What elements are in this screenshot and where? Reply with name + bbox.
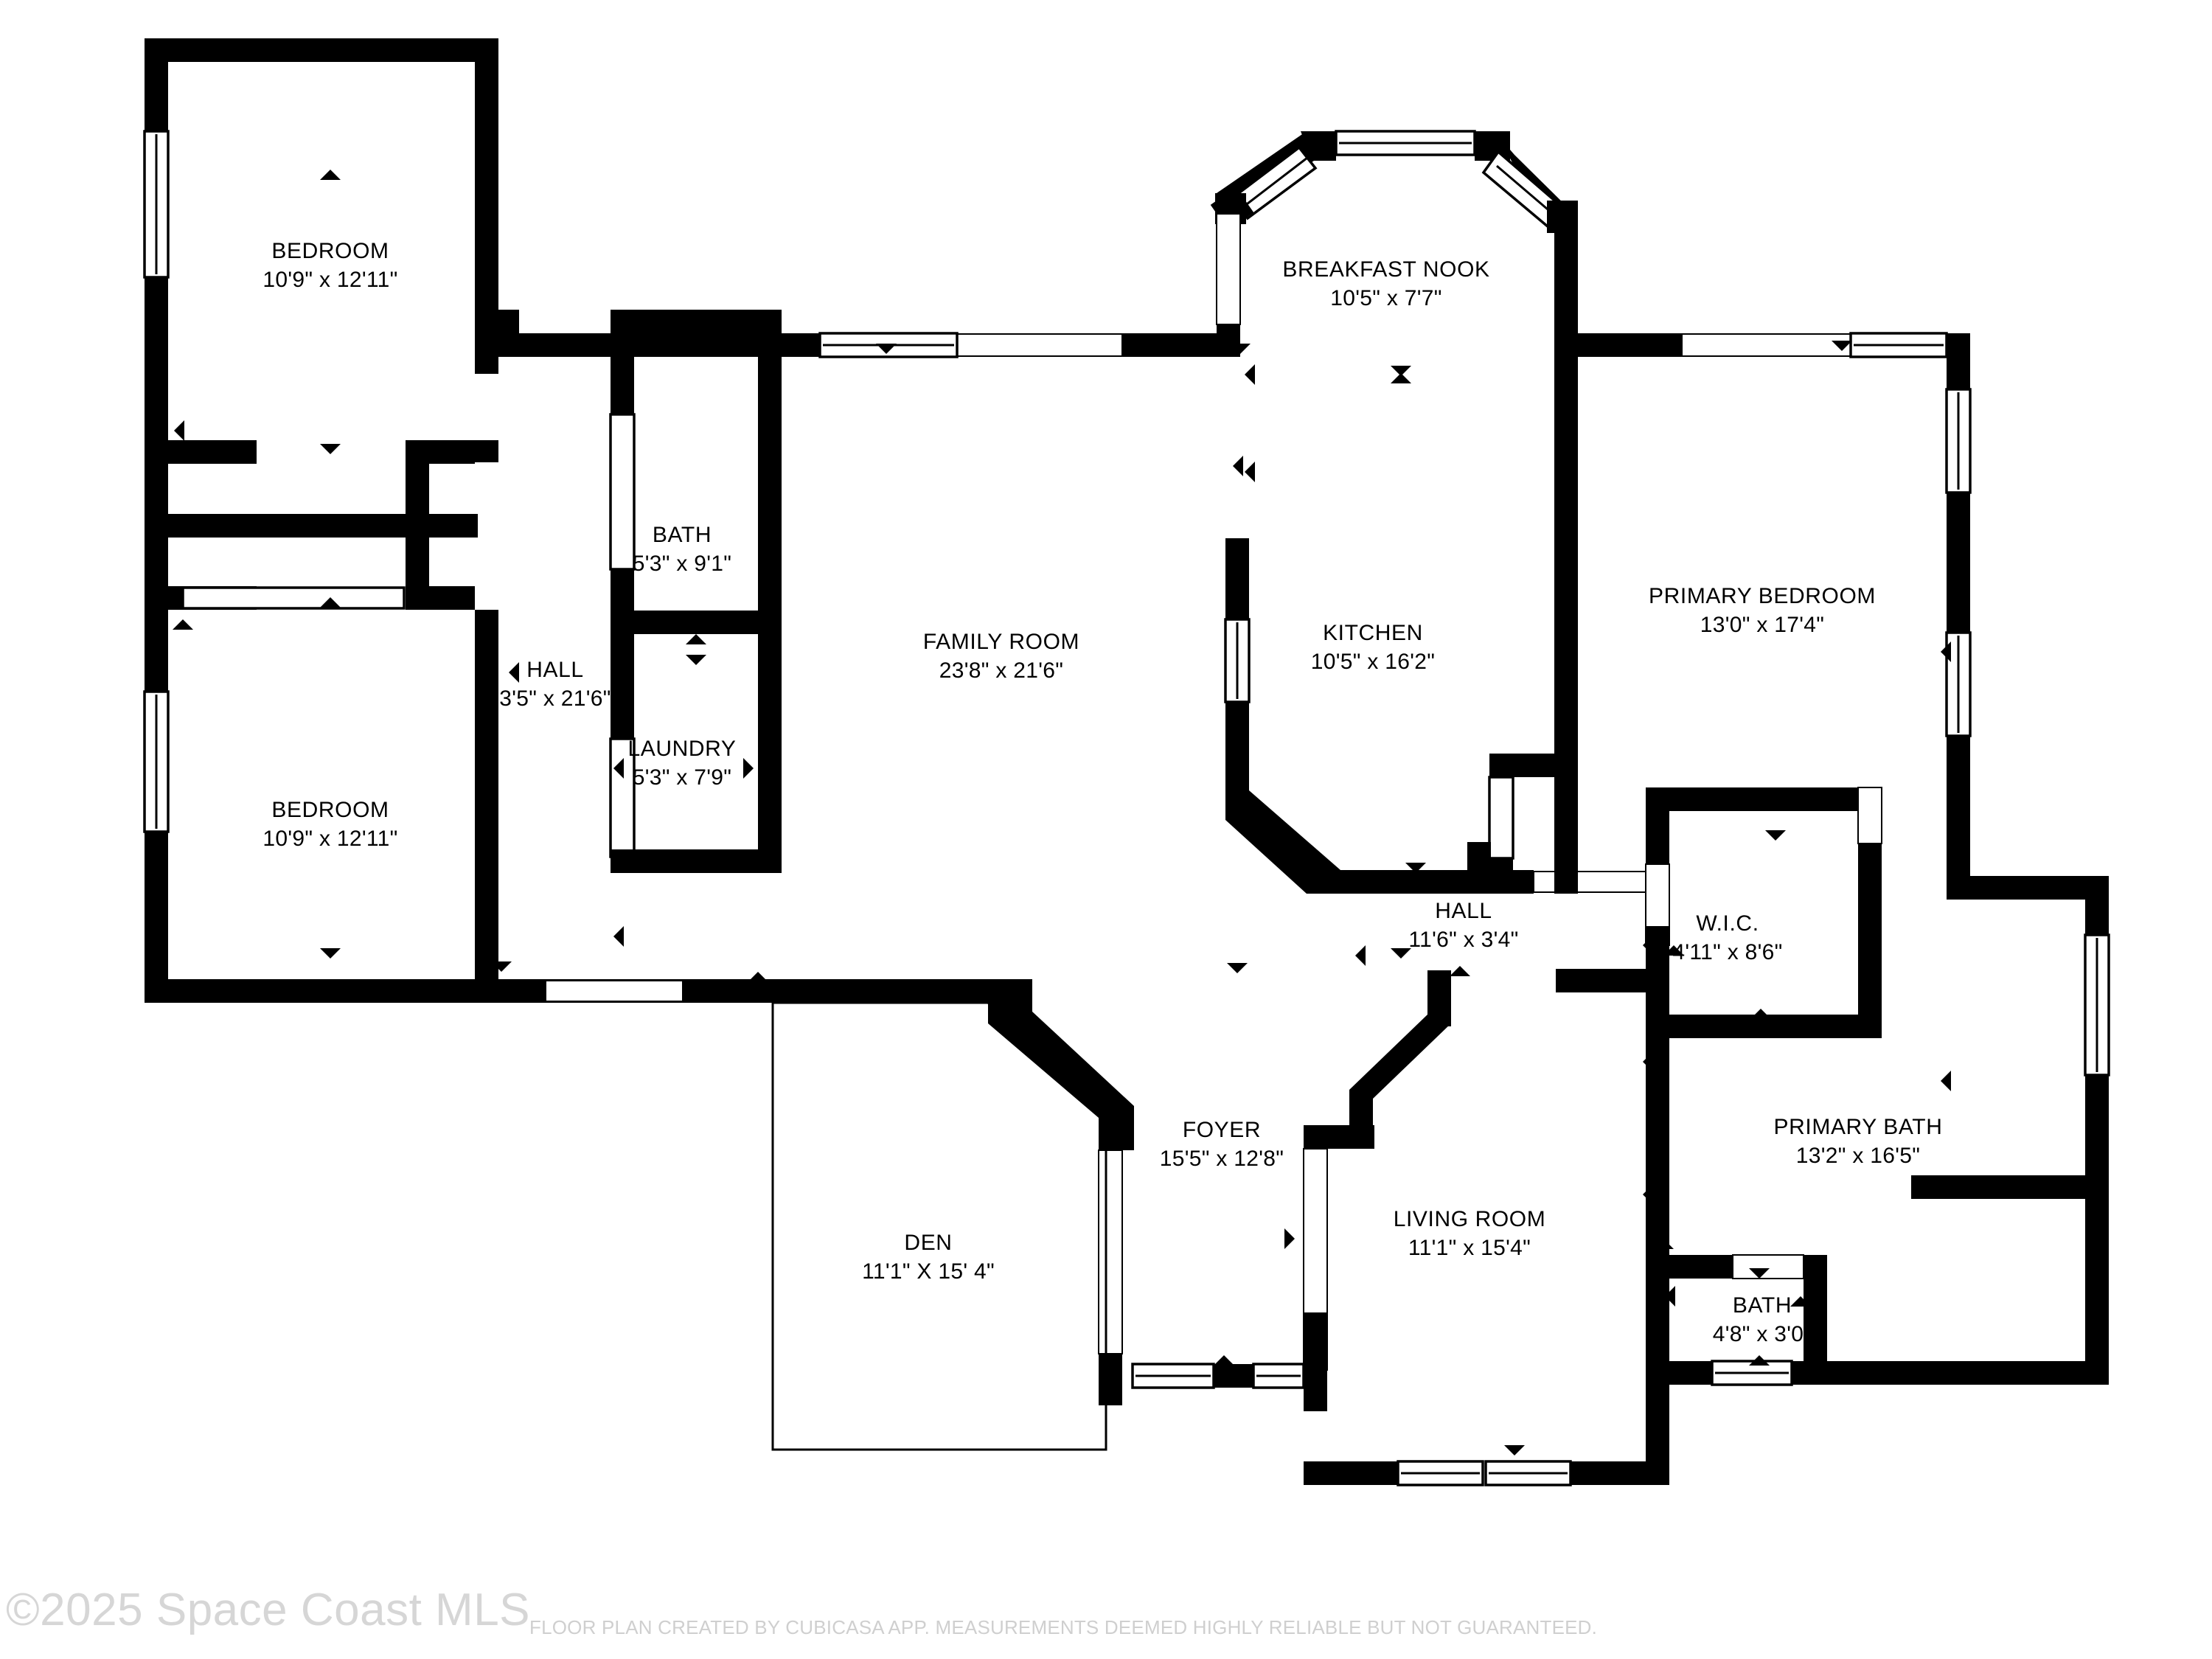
wall-closet-right xyxy=(406,440,429,610)
window-nook-bay-top xyxy=(1335,130,1476,156)
wall-wic-right xyxy=(1858,844,1882,1038)
wall-den-foyer-bottom xyxy=(1099,1354,1122,1405)
door-small-bath xyxy=(1732,1254,1804,1279)
wall-exterior-left-lower xyxy=(145,832,168,1003)
wall-hall-right-ceiling-left xyxy=(1467,870,1534,894)
wall-exterior-left-mid1 xyxy=(145,277,168,618)
door-markers xyxy=(173,170,1951,1455)
door-hall-to-bath xyxy=(609,413,636,571)
footer: ©2025 Space Coast MLS FLOOR PLAN CREATED… xyxy=(0,1548,2212,1659)
window-primary-bath-right xyxy=(2084,933,2110,1077)
wall-exterior-right-lower xyxy=(1947,736,1970,900)
wall-exterior-right-mid xyxy=(1947,493,1970,633)
wall-primary-bath-divider xyxy=(1911,1175,2109,1199)
wall-exterior-bottom-leftwing xyxy=(145,979,498,1003)
wall-family-top-left xyxy=(498,333,820,357)
wall-hall-right-open-right xyxy=(1533,871,1646,893)
wall-exterior-top-leftwing xyxy=(145,38,498,62)
wall-living-left xyxy=(1304,1312,1327,1411)
wall-primary-bath-step-top xyxy=(1947,876,2109,900)
wall-hall-left-door-jamb xyxy=(475,610,498,636)
wall-bath-laundry-right xyxy=(758,310,782,873)
wall-bath-laundry-divider xyxy=(611,611,782,634)
wall-smallbath-right xyxy=(1804,1255,1827,1361)
wall-closet-divider xyxy=(168,514,478,538)
wall-wic-left-lower xyxy=(1646,926,1669,1112)
window-living-room-bottom-1 xyxy=(1397,1460,1484,1486)
wall-kitchen-right xyxy=(1554,339,1578,894)
wall-exterior-right-upper xyxy=(1947,333,1970,389)
window-living-room-bottom-2 xyxy=(1484,1460,1572,1486)
wall-den-outline xyxy=(771,1003,1107,1451)
wall-den-outline-top xyxy=(773,1001,1100,1107)
wall-kitchen-bottom xyxy=(1320,870,1467,894)
wall-wic-bottom xyxy=(1669,1015,1882,1038)
wall-kitchen-left-upper xyxy=(1225,538,1249,619)
wall-hall-bath-stub xyxy=(1556,969,1669,992)
door-hall-to-laundry xyxy=(609,737,636,858)
wall-primary-bed-top-thin xyxy=(1681,333,1851,357)
wall-bedroom-top-right xyxy=(475,38,498,333)
wall-foyer-top-left2 xyxy=(773,979,1009,1003)
wall-foyer-right-top xyxy=(1427,970,1451,1026)
wall-exterior-far-right-upper xyxy=(2085,876,2109,935)
window-wic-right xyxy=(1857,787,1882,844)
wall-laundry-bottom xyxy=(611,849,782,873)
window-kitchen-left xyxy=(1224,618,1251,703)
wall-foyer-angle-right xyxy=(1349,970,1451,1149)
wall-kitchen-angle xyxy=(1225,790,1340,894)
wall-top-stub-right xyxy=(475,310,519,333)
door-entry-bottom-2 xyxy=(1252,1363,1305,1389)
wall-closet-right2 xyxy=(429,440,475,464)
door-den-foyer xyxy=(1098,1150,1123,1354)
door-bedroom-bottom-top xyxy=(181,586,406,610)
wall-living-bottom-left xyxy=(1304,1461,1398,1485)
wall-nook-right xyxy=(1554,214,1578,339)
wall-nook-corner-topleft xyxy=(1301,131,1336,161)
window-primary-bedroom-top xyxy=(1849,332,1948,358)
wall-kitchen-left-lower xyxy=(1225,702,1249,796)
wall-exterior-left-mid2 xyxy=(145,618,168,692)
wall-foyer-right-stub xyxy=(1304,1125,1374,1149)
window-primary-bedroom-right-1 xyxy=(1945,388,1972,494)
wall-hall-right-open-left xyxy=(1319,871,1468,893)
wall-exterior-far-right-lower xyxy=(2085,1075,2109,1385)
wall-hall-right-mid xyxy=(611,569,634,739)
wall-foyer-angle-left xyxy=(988,979,1134,1150)
wall-living-right-jog xyxy=(1646,1343,1669,1388)
copyright-text: ©2025 Space Coast MLS xyxy=(6,1585,531,1635)
door-pantry xyxy=(1488,776,1514,860)
wall-pantry-left-top xyxy=(1489,754,1513,777)
window-bedroom-bottom-left xyxy=(143,690,170,833)
wall-smallbath-top-left xyxy=(1669,1255,1733,1279)
wall-closet-right3 xyxy=(429,586,475,610)
door-nook-left xyxy=(1216,213,1241,325)
wall-closet-top xyxy=(168,440,257,464)
window-bedroom-top-left xyxy=(143,130,170,279)
wall-hall-pantry-stub xyxy=(1467,842,1491,872)
door-entry-bottom xyxy=(1131,1363,1215,1389)
door-foyer-top xyxy=(545,980,684,1002)
wall-entry-bottom-mid xyxy=(1214,1364,1253,1388)
wall-primary-bed-top-left xyxy=(1578,333,1681,357)
disclaimer-text: FLOOR PLAN CREATED BY CUBICASA APP. MEAS… xyxy=(529,1616,1598,1638)
wall-family-top-thin xyxy=(956,333,1123,357)
wall-living-right xyxy=(1646,1112,1669,1485)
wall-bath-top xyxy=(611,310,782,333)
wall-nook-left-lower xyxy=(1217,324,1240,357)
wall-hall-left-upper xyxy=(475,440,498,462)
